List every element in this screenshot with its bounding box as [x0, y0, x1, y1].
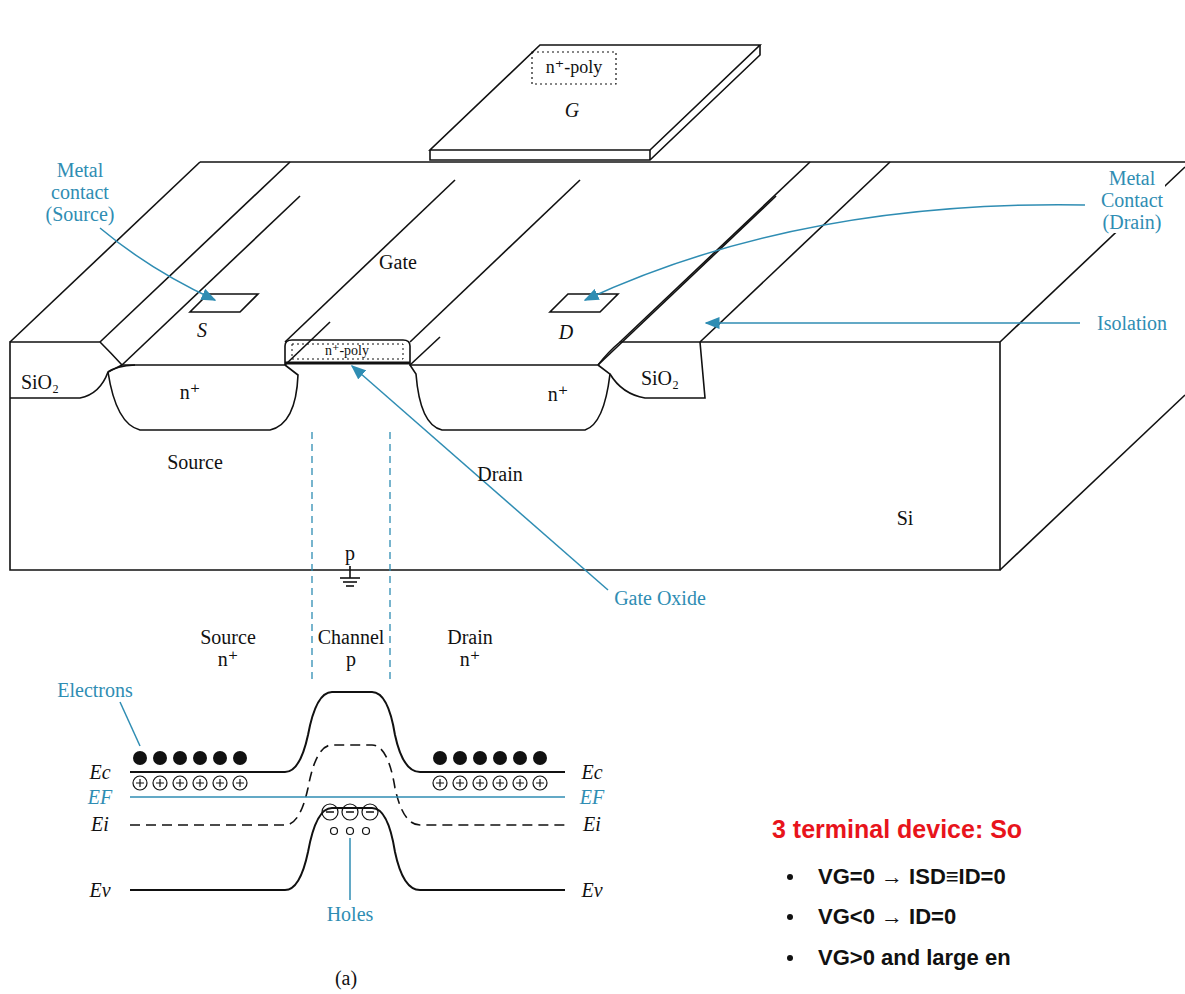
- diagram-label: D: [559, 321, 573, 343]
- diagram-label: Isolation: [1095, 312, 1169, 334]
- slide-text: VG=0 → ISD≡ID=0: [818, 865, 1006, 889]
- donor-ion: [533, 776, 547, 790]
- region-label: SiO₂: [641, 367, 679, 389]
- hole-dot: [363, 828, 370, 835]
- region-label: n⁺-poly: [546, 58, 603, 78]
- donor-ion: [193, 776, 207, 790]
- electron-dot: [153, 751, 167, 765]
- donor-ion: [153, 776, 167, 790]
- minus-sign: [346, 811, 354, 813]
- diagram-label: Ec: [581, 761, 602, 783]
- electron-dot: [433, 751, 447, 765]
- diagram-label: Ev: [89, 879, 110, 901]
- bullets: [787, 874, 793, 961]
- electron-dot: [513, 751, 527, 765]
- plus-sign: [456, 779, 464, 787]
- donor-ion: [493, 776, 507, 790]
- region-label: n⁺: [548, 383, 569, 405]
- donor-ion: [453, 776, 467, 790]
- band-diagram: [130, 692, 565, 890]
- diagram-label: Drain: [477, 463, 523, 485]
- diagram-label: Source: [167, 451, 223, 473]
- diagram-label: Si: [897, 507, 914, 529]
- donor-ion: [213, 776, 227, 790]
- diagram-label: Ev: [581, 879, 602, 901]
- electron-dot: [533, 751, 547, 765]
- donor-ion: [133, 776, 147, 790]
- carrier-symbols: [133, 751, 547, 835]
- electron-dot: [453, 751, 467, 765]
- diagram-label: Ec: [89, 761, 110, 783]
- diagram-label: EF: [88, 786, 112, 808]
- acceptor-ion: [322, 804, 338, 820]
- region-box: n⁺-poly: [293, 342, 401, 360]
- plus-sign: [156, 779, 164, 787]
- plus-sign: [136, 779, 144, 787]
- diagram-label: EF: [580, 786, 604, 808]
- region-box: n⁺: [170, 378, 210, 406]
- slide-text: VG>0 and large en: [818, 946, 1011, 970]
- plus-sign: [536, 779, 544, 787]
- region-box: n⁺-poly: [534, 54, 614, 82]
- diagram-label: Drain n⁺: [447, 626, 493, 670]
- minus-sign: [366, 811, 374, 813]
- donor-ion: [233, 776, 247, 790]
- plus-sign: [236, 779, 244, 787]
- region-label: n⁺: [180, 381, 201, 403]
- acceptor-ion: [362, 804, 378, 820]
- donor-ion: [173, 776, 187, 790]
- diagram-label: Source n⁺: [200, 626, 256, 670]
- leader-lines: [100, 205, 1085, 900]
- diagram-label: G: [565, 99, 579, 121]
- donor-ion: [433, 776, 447, 790]
- minus-sign: [326, 811, 334, 813]
- plus-sign: [436, 779, 444, 787]
- channel-guides: [312, 432, 390, 680]
- diagram-label: Holes: [327, 903, 374, 925]
- electron-dot: [473, 751, 487, 765]
- acceptor-ion: [342, 804, 358, 820]
- region-label: n⁺-poly: [325, 343, 369, 358]
- plus-sign: [476, 779, 484, 787]
- electron-dot: [213, 751, 227, 765]
- plus-sign: [176, 779, 184, 787]
- electron-dot: [173, 751, 187, 765]
- region-label: SiO₂: [21, 371, 59, 393]
- region-box: n⁺: [538, 380, 578, 408]
- diagram-label: Ei: [583, 813, 601, 835]
- diagram-label: Gate: [379, 251, 417, 273]
- diagram-label: Metal contact (Source): [44, 159, 117, 225]
- region-box: SiO₂: [12, 368, 68, 396]
- diagram-label: Gate Oxide: [612, 587, 708, 609]
- donor-ion: [473, 776, 487, 790]
- region-box: SiO₂: [632, 364, 688, 392]
- hole-dot: [331, 828, 338, 835]
- diagram-label: S: [197, 319, 207, 341]
- electron-dot: [133, 751, 147, 765]
- plus-sign: [516, 779, 524, 787]
- electron-dot: [233, 751, 247, 765]
- electron-dot: [193, 751, 207, 765]
- diagram-label: Metal Contact (Drain): [1099, 167, 1165, 233]
- diagram-label: Ei: [91, 813, 109, 835]
- slide-text: VG<0 → ID=0: [818, 905, 956, 929]
- hole-dot: [347, 828, 354, 835]
- plus-sign: [496, 779, 504, 787]
- diagram-label: Electrons: [57, 679, 133, 701]
- diagram-label: p: [345, 542, 355, 564]
- slide-text: 3 terminal device: So: [772, 816, 1022, 844]
- electron-dot: [493, 751, 507, 765]
- plus-sign: [216, 779, 224, 787]
- diagram-label: (a): [335, 967, 357, 989]
- diagram-label: Channel p: [316, 626, 387, 670]
- device-block: [10, 45, 1185, 586]
- plus-sign: [196, 779, 204, 787]
- donor-ion: [513, 776, 527, 790]
